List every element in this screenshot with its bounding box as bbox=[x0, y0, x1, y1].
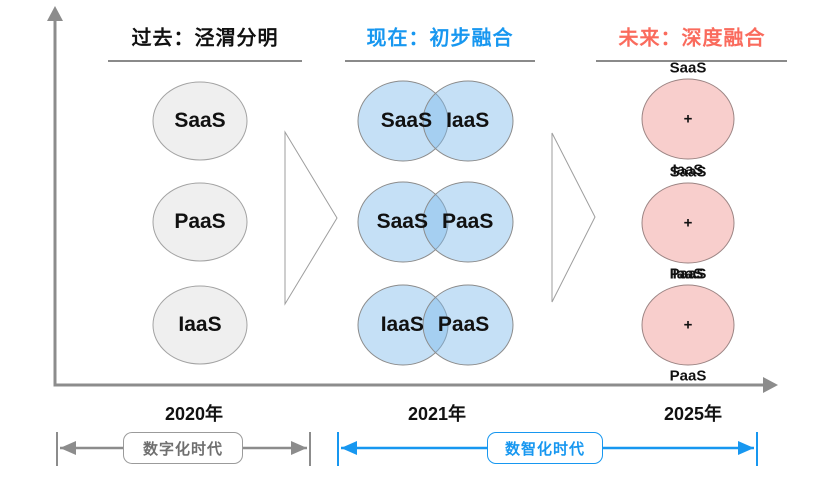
merged-bottom-label: IaaS bbox=[672, 161, 704, 179]
future-label-saas-iaas: SaaS + IaaS bbox=[670, 26, 707, 213]
present-label-iaas-paas: IaaS PaaS bbox=[381, 313, 490, 337]
past-label-paas: PaaS bbox=[174, 210, 226, 233]
pair-left-label: IaaS bbox=[380, 313, 424, 336]
transition-arrow-1 bbox=[284, 130, 338, 306]
plus-sign: + bbox=[683, 316, 693, 334]
column-title-present: 现在：初步融合 bbox=[366, 27, 514, 50]
pair-left-label: SaaS bbox=[376, 210, 428, 233]
transition-arrow-2 bbox=[551, 132, 596, 303]
future-circle-iaas-paas bbox=[641, 284, 735, 366]
year-label-2021: 2021年 bbox=[407, 404, 467, 424]
merged-bottom-label: PaaS bbox=[669, 265, 707, 283]
merged-bottom-label: PaaS bbox=[669, 367, 707, 385]
era-box-digital: 数字化时代 bbox=[123, 432, 243, 464]
past-circle-paas bbox=[152, 182, 248, 262]
pair-right-label: PaaS bbox=[442, 210, 494, 233]
merged-top-label: SaaS bbox=[669, 59, 707, 77]
column-title-past: 过去：泾渭分明 bbox=[131, 27, 279, 50]
plus-sign: + bbox=[683, 110, 693, 128]
present-label-saas-iaas: SaaS IaaS bbox=[381, 109, 490, 133]
column-title-future: 未来：深度融合 bbox=[618, 27, 766, 50]
y-axis-arrow-icon bbox=[47, 6, 63, 21]
year-label-2025: 2025年 bbox=[663, 404, 723, 424]
past-label-saas: SaaS bbox=[174, 109, 226, 132]
x-axis-arrow-icon bbox=[763, 377, 778, 393]
pair-left-label: SaaS bbox=[380, 109, 433, 132]
pair-right-label: PaaS bbox=[437, 313, 490, 336]
plus-sign: + bbox=[683, 214, 693, 232]
pair-right-label: IaaS bbox=[446, 109, 490, 132]
venn-pair-saas-paas bbox=[357, 181, 514, 263]
venn-pair-saas-iaas bbox=[357, 80, 514, 162]
future-label-saas-paas: SaaS + PaaS bbox=[670, 130, 707, 317]
past-label-iaas: IaaS bbox=[178, 313, 222, 336]
xy-axis bbox=[53, 19, 764, 387]
year-label-2020: 2020年 bbox=[164, 404, 224, 424]
venn-pair-iaas-paas bbox=[357, 284, 514, 366]
future-label-iaas-paas: IaaS + PaaS bbox=[670, 232, 707, 419]
past-circle-iaas bbox=[152, 285, 248, 365]
merged-top-label: IaaS bbox=[672, 265, 704, 283]
future-circle-saas-paas bbox=[641, 182, 735, 264]
future-circle-saas-iaas bbox=[641, 78, 735, 160]
era-box-smart: 数智化时代 bbox=[487, 432, 603, 464]
past-circle-saas bbox=[152, 81, 248, 161]
present-label-saas-paas: SaaS PaaS bbox=[377, 210, 494, 234]
merged-top-label: SaaS bbox=[669, 163, 707, 181]
